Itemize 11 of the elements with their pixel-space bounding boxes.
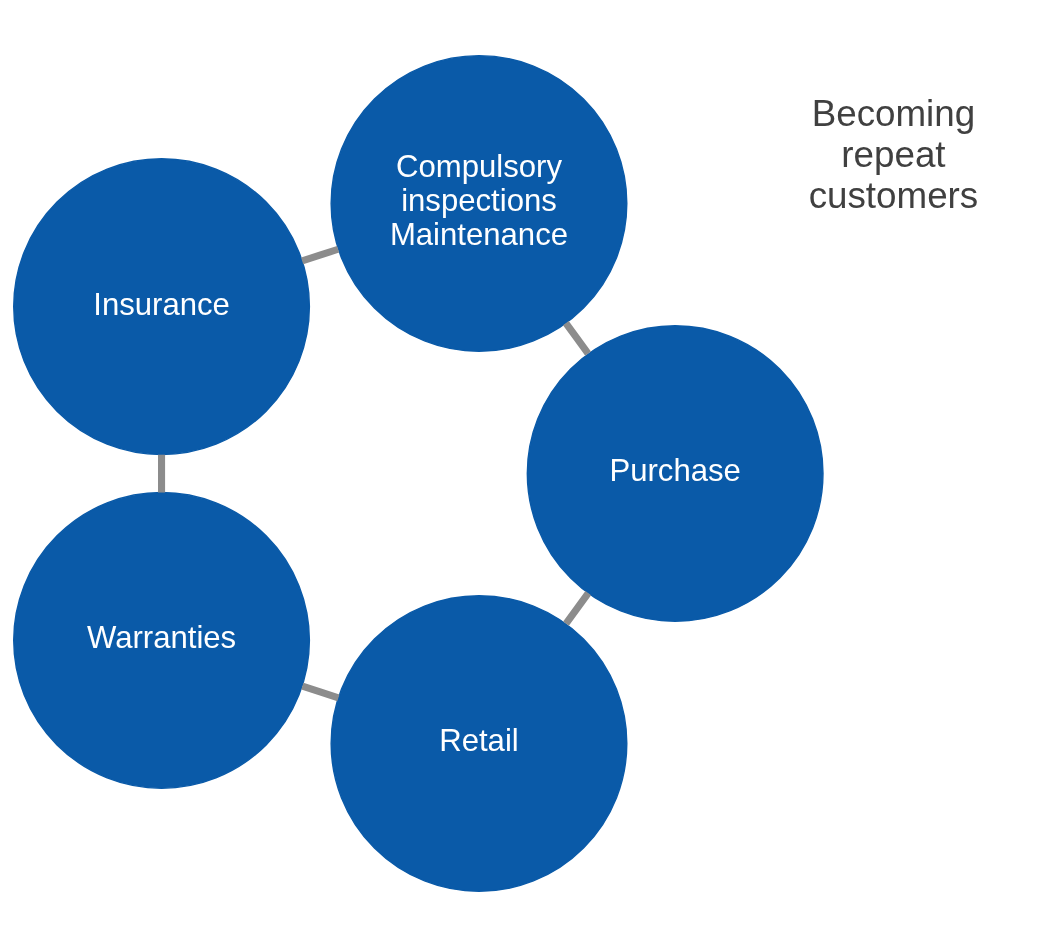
- connector: [563, 591, 592, 626]
- node-circle: Compulsory inspections Maintenance: [330, 54, 628, 353]
- node-circle: Insurance: [13, 158, 311, 456]
- node-circle: Retail: [330, 594, 628, 893]
- connector: [563, 321, 591, 356]
- connector: [158, 454, 166, 493]
- label: Becoming repeat customers: [808, 92, 979, 216]
- connector: [301, 682, 340, 702]
- node-circle: Warranties: [13, 491, 311, 789]
- connector: [301, 245, 340, 265]
- node-circle: Purchase: [526, 324, 824, 623]
